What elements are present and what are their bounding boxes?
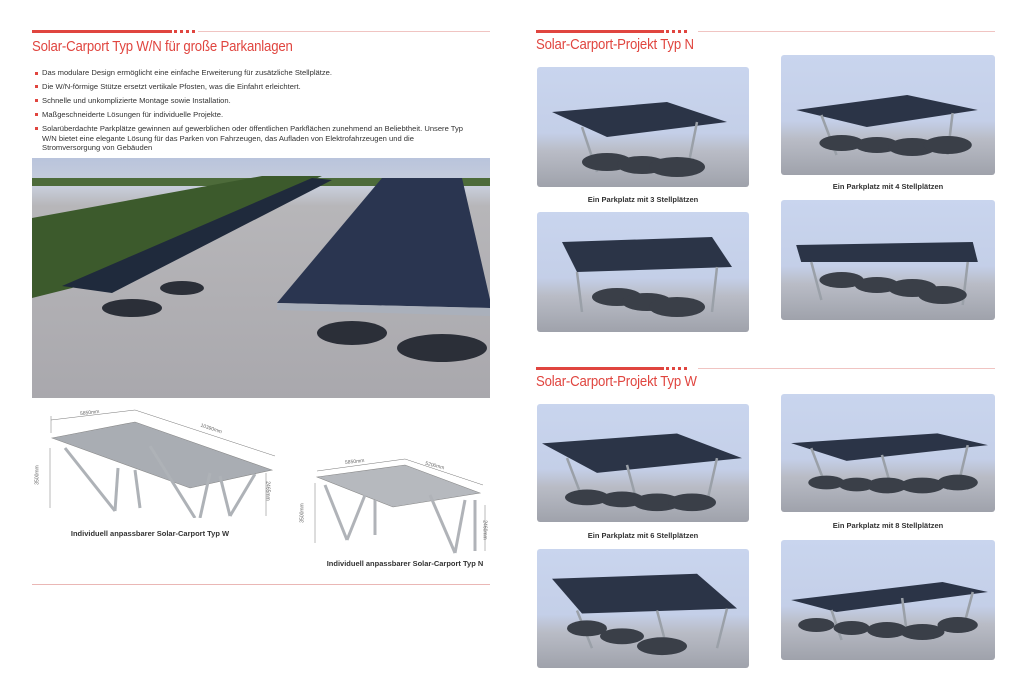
dimension-height-high: 3500mm: [299, 503, 306, 523]
header-rule: [536, 30, 664, 33]
section-rule-thin: [698, 368, 995, 369]
caption-n-3: Ein Parkplatz mit 3 Stellplätzen: [587, 195, 699, 204]
caption-type-w: Individuell anpassbarer Solar-Carport Ty…: [70, 529, 230, 538]
dimension-height-low: 2460mm: [481, 520, 488, 540]
dimension-height-high: 3500mm: [34, 465, 41, 485]
carport-n-3-photo: [537, 67, 749, 187]
carport-type-n-diagram: 5850mm 5200mm 3500mm 2460mm: [300, 455, 490, 555]
carport-w-6-photo-alt: [537, 549, 749, 668]
header-rule: [32, 30, 172, 33]
section-title-type-n: Solar-Carport-Projekt Typ N: [536, 36, 694, 53]
list-item: Schnelle und unkomplizierte Montage sowi…: [34, 96, 474, 106]
carport-w-6-photo: [537, 404, 749, 522]
list-item: Die W/N-förmige Stütze ersetzt vertikale…: [34, 82, 474, 92]
header-rule-thin: [198, 31, 490, 32]
carport-type-w-diagram: 5850mm 10390mm 3500mm 2465mm: [35, 408, 280, 519]
carport-n-3-photo-alt: [537, 212, 749, 332]
carport-n-4-photo: [781, 55, 995, 175]
list-item: Das modulare Design ermöglicht eine einf…: [34, 68, 474, 78]
page-title: Solar-Carport Typ W/N für große Parkanla…: [32, 38, 293, 55]
carport-n-4-photo-alt: [781, 200, 995, 320]
footer-rule: [32, 584, 490, 585]
header-dots: [666, 30, 688, 33]
section-title-type-w: Solar-Carport-Projekt Typ W: [536, 373, 697, 390]
dimension-height-low: 2465mm: [264, 481, 271, 501]
carport-w-8-photo: [781, 394, 995, 512]
feature-list: Das modulare Design ermöglicht eine einf…: [34, 68, 474, 157]
list-item: Maßgeschneiderte Lösungen für individuel…: [34, 110, 474, 120]
caption-n-4: Ein Parkplatz mit 4 Stellplätzen: [832, 182, 944, 191]
section-dots: [666, 367, 688, 370]
list-item: Solarüberdachte Parkplätze gewinnen auf …: [34, 124, 474, 153]
caption-w-6: Ein Parkplatz mit 6 Stellplätzen: [587, 531, 699, 540]
main-carport-photo: [32, 158, 490, 398]
caption-type-n: Individuell anpassbarer Solar-Carport Ty…: [326, 559, 484, 568]
header-dots: [174, 30, 196, 33]
section-rule: [536, 367, 664, 370]
header-rule-thin: [698, 31, 995, 32]
carport-w-8-photo-alt: [781, 540, 995, 660]
caption-w-8: Ein Parkplatz mit 8 Stellplätzen: [832, 521, 944, 530]
